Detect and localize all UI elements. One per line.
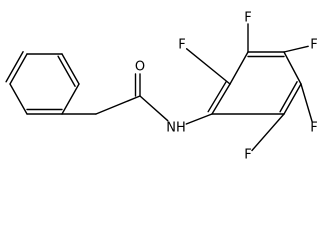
bond-r2-r3 [229,51,249,85]
atom-label-f5: F [310,121,317,136]
atom-label-n: NH [166,121,186,136]
bond-p1-p2-second [5,51,24,83]
chemical-structure: O NH F F F F F [5,11,318,163]
bond-r5-f5 [300,83,313,123]
atom-label-f2: F [178,38,185,53]
bond-p3-p4 [61,53,80,85]
bond-r5-r6-second [279,81,298,113]
bond-r2-f2 [185,48,231,85]
bond-r4-f4 [283,45,309,53]
bond-ch2-co [95,95,141,115]
bond-co-n [139,95,169,122]
bond-n-r1 [185,113,213,125]
atom-label-f6: F [244,148,251,163]
atom-labels-layer: O NH F F F F F [135,11,318,163]
atom-label-f4: F [310,38,317,53]
bond-p3-p4-second [57,55,76,87]
bond-r6-f6 [251,113,285,152]
bonds-layer [5,23,313,152]
atom-label-o: O [135,60,145,75]
bond-r5-r6 [283,83,302,115]
atom-label-f3: F [244,11,251,26]
bond-r1-r2-second [207,80,227,113]
bond-r1-r2 [211,83,231,115]
bond-p1-p2 [9,53,28,85]
bond-p4-p5 [61,83,80,115]
bond-r4-r5 [283,51,302,85]
bond-p6-p1 [9,83,28,115]
